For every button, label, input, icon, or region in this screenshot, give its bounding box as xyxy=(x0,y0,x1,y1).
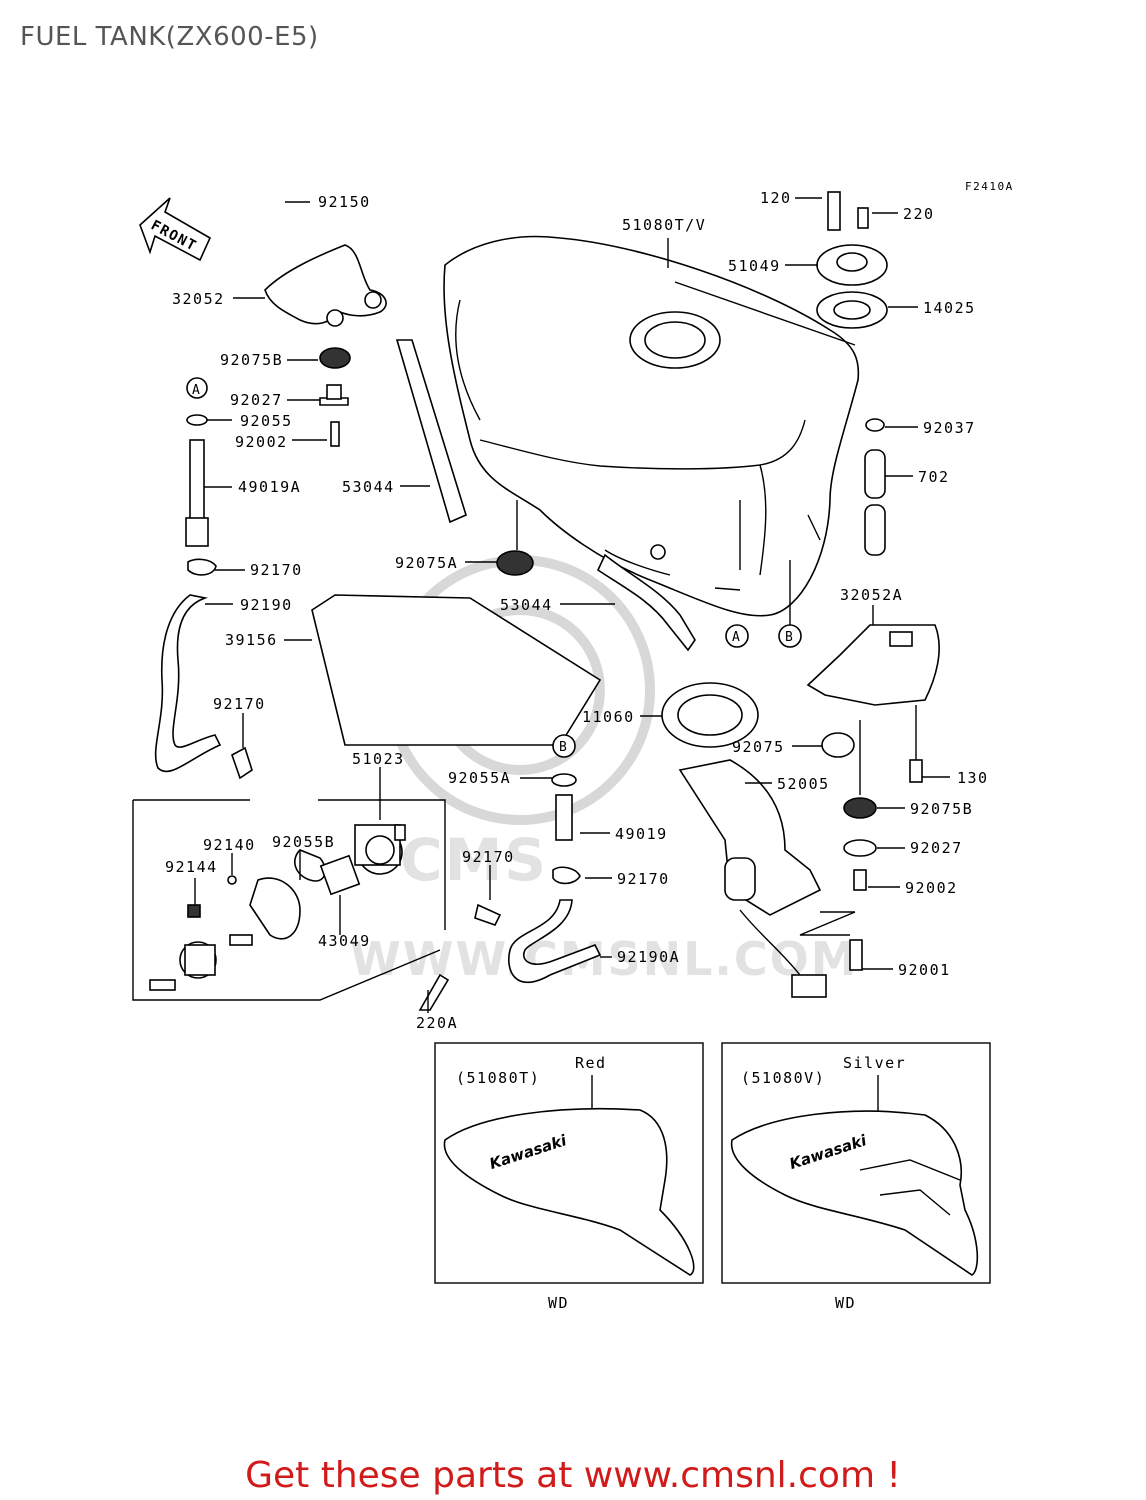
part-51023-fuel-valve xyxy=(149,746,502,1011)
fuel-tank-body xyxy=(443,235,860,625)
variant-color-silver: Silver xyxy=(843,1054,906,1072)
part-92055-oring xyxy=(186,414,208,426)
part-92075A-grommet xyxy=(496,550,534,576)
label-92140: 92140 xyxy=(203,836,256,854)
svg-text:A: A xyxy=(732,630,740,645)
part-49019A-tube xyxy=(189,439,205,521)
label-92037: 92037 xyxy=(923,419,976,437)
svg-text:B: B xyxy=(785,630,793,645)
marker-a-top xyxy=(186,377,208,399)
part-92170-clamp-right xyxy=(552,866,581,885)
part-220-screw xyxy=(857,207,869,229)
part-39156-pad xyxy=(311,594,602,746)
label-92190A: 92190A xyxy=(617,948,680,966)
label-51080TV: 51080T/V xyxy=(622,216,706,234)
part-32052A-bracket xyxy=(806,624,940,706)
footer-cta-link[interactable]: Get these parts at www.cmsnl.com ! xyxy=(245,1455,901,1496)
marker-b-tank xyxy=(778,624,802,648)
part-120-screw xyxy=(827,191,841,231)
valve-inset-box xyxy=(132,799,446,1001)
label-51023: 51023 xyxy=(352,750,405,768)
label-92002-right: 92002 xyxy=(905,879,958,897)
part-130-bolt xyxy=(909,759,923,783)
watermark-url: WWW.CMSNL.COM xyxy=(350,932,859,986)
front-arrow-icon: FRONT xyxy=(139,197,212,262)
part-92002-bolt xyxy=(330,421,340,447)
watermark-logo: CMS xyxy=(400,826,548,894)
variant-code-silver: (51080V) xyxy=(741,1069,825,1087)
label-53044-bottom: 53044 xyxy=(500,596,553,614)
part-32052-bracket xyxy=(264,244,387,325)
label-92075B-right: 92075B xyxy=(910,800,973,818)
part-92075-grommet xyxy=(821,732,855,758)
label-51049: 51049 xyxy=(728,257,781,275)
part-92190-hose xyxy=(154,594,222,773)
part-92075B-grommet-right xyxy=(843,797,877,819)
variant-box-red: (51080T) Red Kawasaki WD xyxy=(434,1042,704,1312)
label-53044-left: 53044 xyxy=(342,478,395,496)
label-92170-c: 92170 xyxy=(462,848,515,866)
label-92055A: 92055A xyxy=(448,769,511,787)
leader-lines xyxy=(194,197,950,1013)
svg-text:A: A xyxy=(192,383,200,398)
label-92150: 92150 xyxy=(318,193,371,211)
label-49019: 49019 xyxy=(615,825,668,843)
label-49019A: 49019A xyxy=(238,478,301,496)
part-53044-strip-bottom xyxy=(596,553,696,652)
part-92190A-hose xyxy=(508,899,602,983)
label-130: 130 xyxy=(957,769,989,787)
part-49019-tube xyxy=(555,794,573,841)
label-220A: 220A xyxy=(416,1014,458,1032)
label-14025: 14025 xyxy=(923,299,976,317)
marker-b-pump xyxy=(552,734,576,758)
svg-text:B: B xyxy=(559,740,567,755)
label-220: 220 xyxy=(903,205,935,223)
part-92001-bolt xyxy=(849,939,863,971)
diagram-code: F2410A xyxy=(965,180,1014,193)
page-title: FUEL TANK(ZX600-E5) xyxy=(20,22,319,52)
label-92001: 92001 xyxy=(898,961,951,979)
part-92027-collar-right xyxy=(843,839,877,857)
label-92027: 92027 xyxy=(230,391,283,409)
label-52005: 52005 xyxy=(777,775,830,793)
variant-note-silver: WD xyxy=(835,1294,856,1312)
label-39156: 39156 xyxy=(225,631,278,649)
marker-a-tank xyxy=(725,624,749,648)
variant-note-red: WD xyxy=(548,1294,569,1312)
part-labels: 92150 32052 92075B 92027 92055 92002 490… xyxy=(165,189,989,1032)
part-52005-fuel-pump xyxy=(678,759,827,998)
label-43049: 43049 xyxy=(318,932,371,950)
label-32052: 32052 xyxy=(172,290,225,308)
label-92170: 92170 xyxy=(250,561,303,579)
part-92037-clip xyxy=(865,418,885,432)
part-92170-clamp xyxy=(187,558,217,576)
label-92170-b: 92170 xyxy=(213,695,266,713)
label-92055: 92055 xyxy=(240,412,293,430)
label-702: 702 xyxy=(918,468,950,486)
label-92190: 92190 xyxy=(240,596,293,614)
label-92170-d: 92170 xyxy=(617,870,670,888)
part-92055A-oring xyxy=(551,773,577,787)
label-32052A: 32052A xyxy=(840,586,903,604)
variant-color-red: Red xyxy=(575,1054,607,1072)
label-92027-right: 92027 xyxy=(910,839,963,857)
variant-box-silver: (51080V) Silver Kawasaki WD xyxy=(721,1042,991,1312)
label-11060: 11060 xyxy=(582,708,635,726)
label-92075A: 92075A xyxy=(395,554,458,572)
label-92075B: 92075B xyxy=(220,351,283,369)
part-702-hose xyxy=(864,449,886,499)
variant-code-red: (51080T) xyxy=(456,1069,540,1087)
part-92002-bolt-right xyxy=(853,869,867,891)
label-92002: 92002 xyxy=(235,433,288,451)
label-92055B: 92055B xyxy=(272,833,335,851)
part-53044-strip-left xyxy=(395,339,467,524)
part-92075B-grommet xyxy=(319,347,351,369)
label-92144: 92144 xyxy=(165,858,218,876)
label-120: 120 xyxy=(760,189,792,207)
label-92075: 92075 xyxy=(732,738,785,756)
